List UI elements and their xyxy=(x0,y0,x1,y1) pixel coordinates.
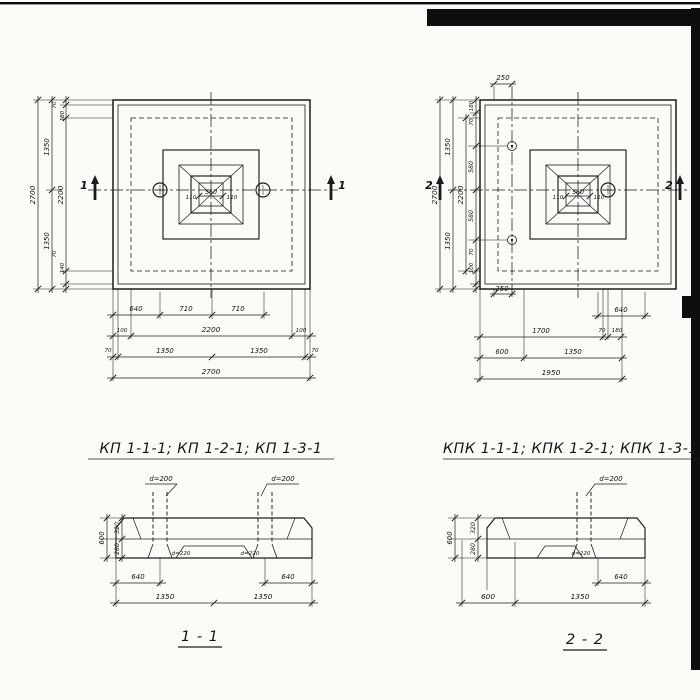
dim-hole-offset: 640 xyxy=(614,306,628,314)
section-mark-2-left: 2 xyxy=(425,179,433,192)
section-mark-1-right: 1 xyxy=(338,179,346,192)
dim-overall-width: 1950 xyxy=(542,368,561,377)
dim-part: 600 xyxy=(481,592,495,601)
section-mark-1-left: 1 xyxy=(80,179,88,192)
section-right-dims: 320 280 600 640 600 1350 xyxy=(446,514,651,607)
dim-height-bottom: 280 xyxy=(470,543,477,555)
plan-left: 1 1 110 560 110 2700 1350 1350 xyxy=(28,92,346,382)
dim-glass-width: 560 xyxy=(572,189,584,196)
plan-right-offset-dims: 250 250 xyxy=(490,74,516,298)
dim-hole-spacing: 710 xyxy=(231,305,245,313)
dim-edge-small: 70 xyxy=(52,101,58,109)
section-left-hole-labels: d=200 d=200 d=220 d=220 xyxy=(145,475,299,557)
section-1-1: КП 1-1-1; КП 1-2-1; КП 1-3-1 d=200 d=200… xyxy=(88,441,334,648)
dim-inner-span: 2200 xyxy=(202,325,221,334)
dim-half-bottom: 1350 xyxy=(43,232,51,250)
dim-glass-width: 560 xyxy=(205,189,217,196)
dim-edge-small: 180 xyxy=(60,110,66,121)
plan-left-centerlines xyxy=(88,92,338,298)
dim-edge-small: 70 xyxy=(469,118,475,126)
dim-edge-small: 180 xyxy=(469,100,475,111)
dim-inner-span: 2200 xyxy=(56,185,65,204)
dim-glass-offset: 110 xyxy=(594,195,605,201)
section-left-body xyxy=(115,492,313,559)
section-left-dims: 320 280 600 640 640 1350 1350 xyxy=(98,514,318,607)
dim-edge-small: 100 xyxy=(117,328,128,334)
section-right-hole-labels: d=200 d=220 xyxy=(572,475,627,557)
plan-left-center-dim: 110 560 110 xyxy=(186,189,238,201)
dim-hole-edge: 640 xyxy=(131,573,145,581)
dim-half: 1350 xyxy=(254,592,273,601)
dim-part: 600 xyxy=(495,348,509,356)
dim-height-top: 320 xyxy=(470,522,477,534)
dim-edge-small: 70 xyxy=(104,348,112,354)
plan-right-dims-bottom: 640 1700 70 180 600 1350 1950 xyxy=(474,289,651,383)
scan-artifacts xyxy=(0,2,700,670)
dim-overall-width: 2700 xyxy=(202,367,221,376)
dim-inner-span: 2200 xyxy=(456,185,465,204)
plan-right-centerlines xyxy=(448,86,690,298)
dim-half: 1350 xyxy=(250,347,268,355)
dim-edge-small: 70 xyxy=(469,248,475,256)
dim-edge-small: 100 xyxy=(296,328,307,334)
plan-left-outline xyxy=(112,99,311,290)
dim-glass-offset: 110 xyxy=(553,195,564,201)
dim-half: 1350 xyxy=(156,347,174,355)
dim-height-bottom: 280 xyxy=(114,543,121,555)
plan-right-dims-vertical: 2700 1350 1350 2200 180 70 580 580 70 10… xyxy=(430,96,507,293)
dim-loop-column-offset: 250 xyxy=(495,285,509,293)
dim-hole-spacing: 710 xyxy=(179,305,193,313)
plan-left-dims-vertical: 2700 1350 1350 70 180 2200 70 140 xyxy=(28,96,113,293)
dim-loop-offset: 580 xyxy=(468,161,475,173)
plan-left-section-marks: 1 1 xyxy=(80,175,346,200)
dim-height-top: 320 xyxy=(114,522,121,534)
section-right-title: КПК 1-1-1; КПК 1-2-1; КПК 1-3-1 xyxy=(443,441,698,457)
dim-half-top: 1350 xyxy=(43,138,51,156)
dim-overall-height: 2700 xyxy=(28,185,37,204)
dim-part: 1350 xyxy=(571,592,590,601)
section-right-body xyxy=(486,492,646,559)
dim-hole-offset: 640 xyxy=(129,305,143,313)
hole-bottom-diameter-label: d=220 xyxy=(241,551,260,557)
dim-edge-small: 70 xyxy=(311,348,319,354)
dim-half-bottom: 1350 xyxy=(444,232,452,250)
dim-edge-small: 70 xyxy=(52,250,58,258)
hole-diameter-label: d=200 xyxy=(271,475,295,483)
section-left-title: КП 1-1-1; КП 1-2-1; КП 1-3-1 xyxy=(99,441,322,457)
plan-right-lifting-holes xyxy=(507,141,616,245)
dim-edge-small: 70 xyxy=(598,328,606,334)
dim-half-top: 1350 xyxy=(444,138,452,156)
plan-right-center-dim: 110 560 110 xyxy=(553,189,605,201)
hole-diameter-label: d=200 xyxy=(149,475,173,483)
dim-edge-small: 100 xyxy=(469,262,475,273)
section-2-2: КПК 1-1-1; КПК 1-2-1; КПК 1-3-1 d=200 d=… xyxy=(443,441,700,651)
dim-half: 1350 xyxy=(156,592,175,601)
hole-bottom-diameter-label: d=220 xyxy=(572,551,591,557)
dim-edge-small: 180 xyxy=(612,328,623,334)
dim-loop-offset: 580 xyxy=(468,210,475,222)
hole-bottom-diameter-label: d=220 xyxy=(172,551,191,557)
plan-left-dims-bottom: 640 710 710 100 2200 100 70 1350 1350 70… xyxy=(104,289,319,382)
plan-right: 2 2 110 560 110 2700 1350 xyxy=(425,74,690,383)
dim-part: 1350 xyxy=(564,348,582,356)
dim-hole-edge: 640 xyxy=(614,573,628,581)
dim-span: 1700 xyxy=(532,327,550,335)
dim-glass-offset: 110 xyxy=(186,195,197,201)
dim-glass-offset: 110 xyxy=(227,195,238,201)
section-right-caption: 2 - 2 xyxy=(566,632,604,648)
hole-diameter-label: d=200 xyxy=(599,475,623,483)
dim-overall-height: 2700 xyxy=(430,185,439,204)
dim-hole-edge: 640 xyxy=(281,573,295,581)
dim-total-height: 600 xyxy=(446,531,454,545)
dim-loop-column-offset: 250 xyxy=(496,74,510,82)
section-left-caption: 1 - 1 xyxy=(181,629,219,645)
section-mark-2-right: 2 xyxy=(665,179,673,192)
dim-total-height: 600 xyxy=(98,531,106,545)
dim-edge-small: 140 xyxy=(60,262,66,273)
